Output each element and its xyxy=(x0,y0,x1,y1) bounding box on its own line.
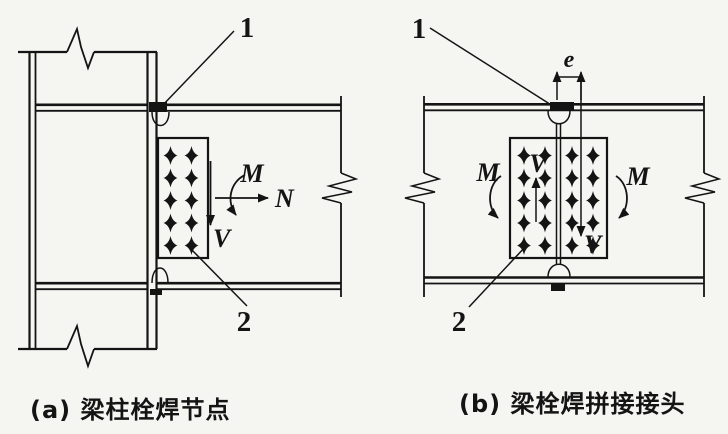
bolt-icon xyxy=(517,191,531,210)
diagram-b: e V V M M 1 2 (b) 梁栓焊拼接接头 xyxy=(404,13,722,418)
break-mark-icon xyxy=(321,172,359,204)
bolt-icon xyxy=(163,146,178,165)
weld-mark-top-b xyxy=(550,102,574,111)
moment-arrow-left-b xyxy=(487,175,502,219)
shear-label-right-b: V xyxy=(584,230,604,259)
bolt-icon xyxy=(565,146,579,165)
eccentricity-label-b: e xyxy=(564,47,575,73)
callout-1-label-a: 1 xyxy=(240,12,255,44)
bolt-icon xyxy=(163,236,178,255)
moment-arrow-a xyxy=(226,174,246,216)
callout-1-label-b: 1 xyxy=(412,13,427,45)
break-mark-icon xyxy=(66,323,95,369)
diagram-a: 1 2 V N M (a) 梁柱栓焊节点 xyxy=(18,12,359,424)
splice-plate-b xyxy=(508,136,609,260)
weld-scallop-bottom-b xyxy=(547,263,571,278)
bolt-icon xyxy=(184,168,199,188)
bolt-icon xyxy=(517,236,531,255)
bolt-icon xyxy=(586,146,600,165)
bolt-icon xyxy=(184,236,199,255)
bolt-icon xyxy=(565,191,579,210)
caption-b: (b) 梁栓焊拼接接头 xyxy=(459,390,685,418)
axial-label-a: N xyxy=(274,184,295,213)
weld-mark-top-a xyxy=(149,102,167,112)
column-a xyxy=(18,26,158,369)
shear-label-left-b: V xyxy=(529,149,549,178)
callout-1-leader-b xyxy=(429,27,557,109)
bolts-a xyxy=(163,146,199,255)
bolt-icon xyxy=(586,168,600,188)
moment-label-left-b: M xyxy=(475,158,500,187)
caption-a: (a) 梁柱栓焊节点 xyxy=(30,396,231,424)
bolt-icon xyxy=(586,191,600,210)
beam-b xyxy=(404,96,722,297)
bolt-icon xyxy=(538,191,552,210)
shear-plate-a xyxy=(156,136,210,260)
bolt-icon xyxy=(565,213,579,233)
moment-arrow-right-b xyxy=(615,175,630,219)
splice-joint-b xyxy=(547,102,574,291)
bolt-icon xyxy=(163,213,178,233)
bolt-icon xyxy=(538,213,552,233)
shear-label-a: V xyxy=(213,224,233,253)
bolt-icon xyxy=(538,236,552,255)
bolt-icon xyxy=(184,146,199,165)
weld-mark-bottom-a xyxy=(150,289,162,295)
weld-scallop-top-b xyxy=(547,110,571,125)
bolt-icon xyxy=(184,191,199,210)
break-mark-icon xyxy=(66,26,95,71)
moment-label-right-b: M xyxy=(625,162,650,191)
callout-2-label-b: 2 xyxy=(452,306,467,338)
callout-1-leader-a xyxy=(159,30,235,109)
weld-mark-bottom-b xyxy=(551,284,565,291)
break-mark-icon xyxy=(404,172,442,204)
eccentricity-dimension-b: e xyxy=(552,47,586,100)
weld-scallop-bottom-a xyxy=(151,267,169,284)
bolt-icon xyxy=(163,168,178,188)
bolt-icon xyxy=(517,213,531,233)
bolt-icon xyxy=(184,213,199,233)
callout-2-leader-b xyxy=(468,245,527,308)
beam-a xyxy=(156,96,359,297)
bolt-icon xyxy=(163,191,178,210)
moment-label-a: M xyxy=(239,159,264,188)
weld-scallop-top-a xyxy=(151,111,170,127)
break-mark-icon xyxy=(684,172,722,204)
callout-2-leader-a xyxy=(188,246,248,307)
bolt-icon xyxy=(565,168,579,188)
bolt-icon xyxy=(565,236,579,255)
column-stiffeners-a xyxy=(35,103,147,291)
callout-2-label-a: 2 xyxy=(237,306,252,338)
